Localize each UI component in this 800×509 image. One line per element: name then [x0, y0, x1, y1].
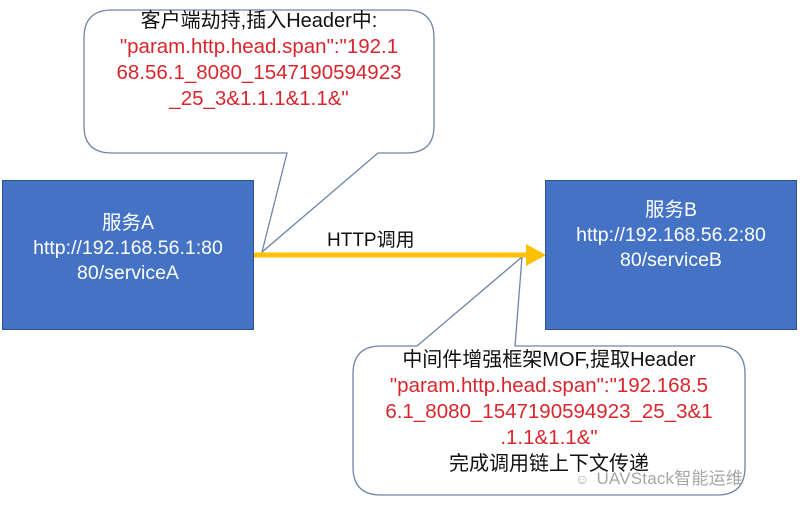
service-b-title: 服务B [644, 199, 697, 221]
http-call-label: HTTP调用 [327, 230, 415, 251]
service-b-url-line2: 80/serviceB [620, 249, 722, 271]
callout-middleware-line: 6.1_8080_1547190594923_25_3&1 [385, 400, 713, 423]
callout-middleware-bubble [352, 255, 746, 496]
http-call-arrowhead [526, 244, 546, 266]
callout-client-text: 客户端劫持,插入Header中: "param.http.head.span":… [86, 8, 432, 112]
callout-client-line: _25_3&1.1.1&1.1&" [169, 87, 349, 110]
watermark: ☺ UAVStack智能运维 [575, 464, 743, 489]
callout-middleware-text: 中间件增强框架MOF,提取Header "param.http.head.spa… [355, 347, 743, 477]
callout-client-bubble [83, 9, 435, 254]
callout-middleware-title: 中间件增强框架MOF,提取Header [402, 349, 696, 371]
callout-client-line: 68.56.1_8080_1547190594923 [116, 61, 402, 84]
watermark-text: UAVStack智能运维 [596, 469, 744, 488]
callout-client-line: "param.http.head.span":"192.1 [119, 35, 399, 58]
wechat-icon: ☺ [575, 471, 590, 487]
service-a-title: 服务A [101, 212, 154, 234]
service-b-url-line1: http://192.168.56.2:80 [576, 224, 766, 246]
service-b-box: 服务B http://192.168.56.2:80 80/serviceB [545, 180, 797, 330]
callout-middleware-footer: 完成调用链上下文传递 [449, 453, 649, 475]
callout-client-title: 客户端劫持,插入Header中: [140, 10, 378, 32]
service-a-url-line1: http://192.168.56.1:80 [33, 237, 223, 259]
service-a-url-line2: 80/serviceA [77, 262, 179, 284]
callout-middleware-line: "param.http.head.span":"192.168.5 [389, 374, 709, 397]
callout-middleware-line: .1.1&1.1&" [500, 426, 598, 449]
service-a-box: 服务A http://192.168.56.1:80 80/serviceA [2, 180, 254, 330]
